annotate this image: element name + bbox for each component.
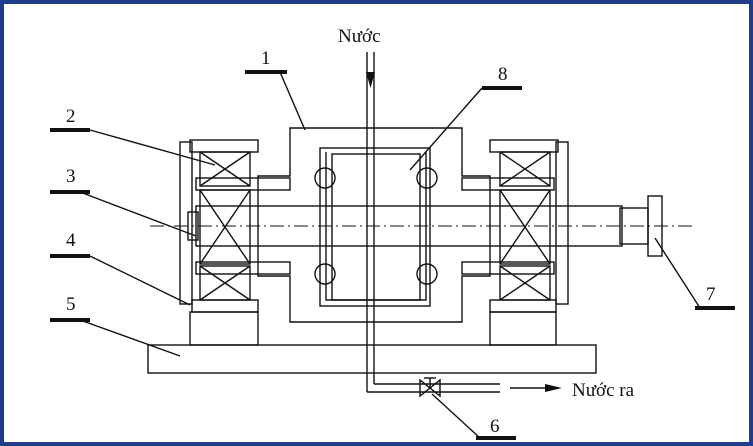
shaft <box>195 205 623 247</box>
right-housing <box>555 141 569 305</box>
base-plate <box>147 344 597 374</box>
label-3: 3 <box>66 166 76 187</box>
label-water-out: Nước ra <box>572 380 635 401</box>
label-8: 8 <box>498 64 508 85</box>
collar-bottom-right <box>461 261 555 275</box>
collar-top-left <box>195 177 291 191</box>
left-bearing-top <box>199 151 251 187</box>
ball <box>416 263 438 285</box>
label-water-in: Nước <box>338 26 381 47</box>
label-2: 2 <box>66 106 76 127</box>
ball <box>416 167 438 189</box>
left-housing <box>179 141 193 305</box>
bearing-assembly-diagram: Nước 1 8 2 3 4 5 7 6 Nước ra <box>50 26 735 440</box>
right-support <box>489 311 557 346</box>
label-5: 5 <box>66 294 76 315</box>
collar-top-right <box>461 177 555 191</box>
left-support <box>189 311 259 346</box>
right-bearing-top <box>499 151 551 187</box>
label-1: 1 <box>261 48 271 69</box>
inner-cavity <box>319 147 431 307</box>
water-outlet-arrow <box>545 384 562 392</box>
right-housing-top <box>489 139 559 153</box>
left-base-cap <box>191 299 259 313</box>
ball <box>314 167 336 189</box>
inner-rotor <box>331 153 421 301</box>
left-housing-top <box>189 139 259 153</box>
collar-bottom-left <box>195 261 291 275</box>
left-nut <box>187 211 199 241</box>
label-7: 7 <box>706 284 716 305</box>
water-inlet-arrow <box>366 72 375 88</box>
central-housing <box>257 127 491 323</box>
right-base-cap <box>489 299 557 313</box>
label-4: 4 <box>66 230 76 251</box>
ball <box>314 263 336 285</box>
valve <box>419 378 441 398</box>
label-6: 6 <box>490 416 500 437</box>
